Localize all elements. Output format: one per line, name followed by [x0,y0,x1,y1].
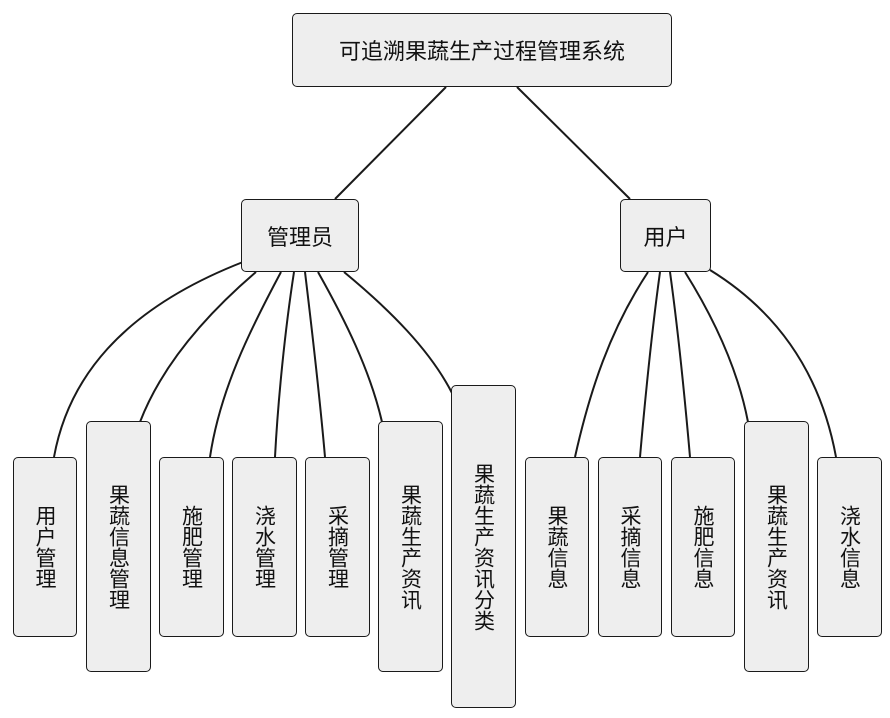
edge-admin-watering-mgmt [274,271,295,458]
edge-admin-news [317,271,383,423]
user-node: 用户 [620,199,711,272]
edge-user-picking-info [639,271,661,458]
edge-admin-user-mgmt [53,261,244,458]
admin-child-picking-management: 采摘管理 [305,457,370,637]
admin-child-user-management: 用户管理 [13,457,77,637]
user-child-production-news: 果蔬生产资讯 [744,421,809,672]
edge-admin-produce-info-mgmt [139,271,257,423]
admin-child-watering-management: 浇水管理 [232,457,297,637]
edge-user-watering-info [709,269,837,458]
admin-child-production-news-category: 果蔬生产资讯分类 [451,385,516,708]
edge-admin-fertilize-mgmt [209,271,282,458]
edge-user-produce-info [574,271,649,458]
root-node: 可追溯果蔬生产过程管理系统 [292,13,672,87]
admin-node: 管理员 [241,199,359,272]
edge-user-news [684,271,749,423]
user-child-fertilizing-info: 施肥信息 [671,457,735,637]
user-child-produce-info: 果蔬信息 [525,457,589,637]
admin-child-fertilizing-management: 施肥管理 [159,457,224,637]
user-child-picking-info: 采摘信息 [598,457,662,637]
edge-admin-picking-mgmt [304,271,326,458]
edge-admin-news-category [343,271,453,394]
edge-root-admin [334,86,447,200]
user-child-watering-info: 浇水信息 [817,457,882,637]
edge-root-user [516,86,631,200]
admin-child-produce-info-management: 果蔬信息管理 [86,421,151,672]
edge-user-fertilize-info [669,271,691,458]
admin-child-production-news: 果蔬生产资讯 [378,421,443,672]
